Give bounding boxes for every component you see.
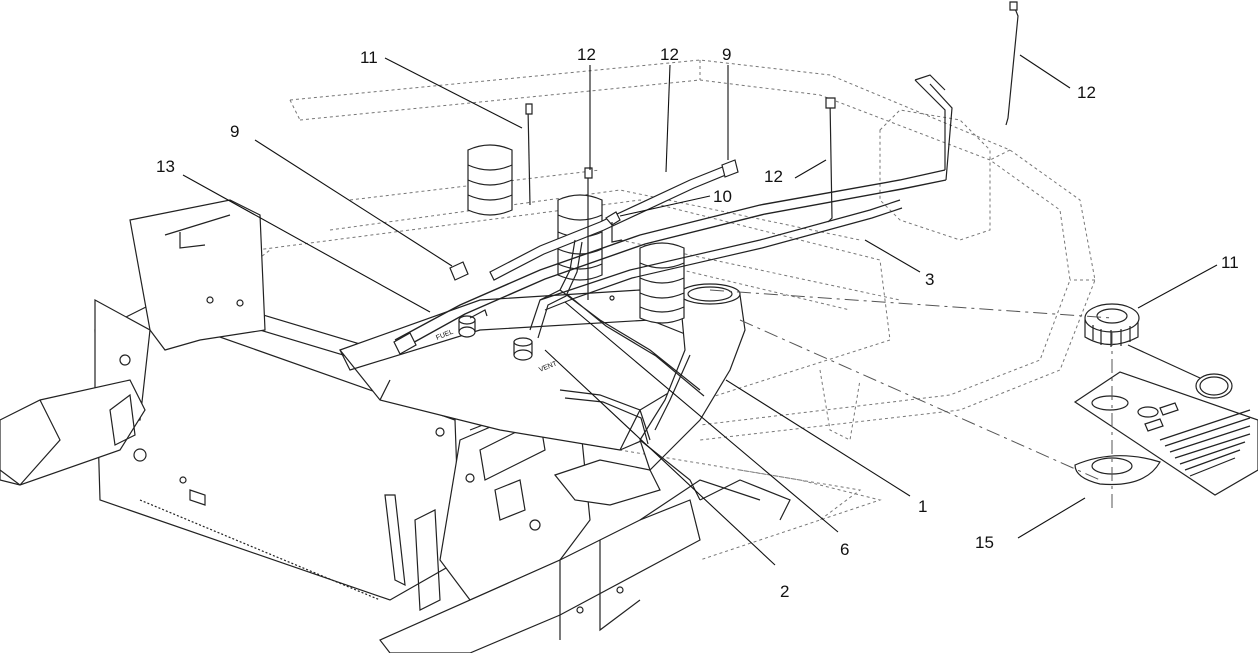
clamp-left <box>449 261 469 281</box>
callout-13: 12 <box>660 45 679 64</box>
decal <box>1073 371 1258 496</box>
filler-neck <box>639 283 746 472</box>
callout-9-left: 9 <box>230 122 239 141</box>
tie-12c <box>825 97 836 223</box>
callout-12-d: 12 <box>1077 83 1096 102</box>
leader-lines <box>182 54 1218 566</box>
callout-10: 10 <box>713 187 732 206</box>
explode-lines <box>709 289 1113 510</box>
callout-1: 1 <box>918 497 927 516</box>
callout-2: 2 <box>780 582 789 601</box>
spring-left <box>467 144 513 216</box>
vent-fitting <box>513 337 533 361</box>
callout-14: 13 <box>156 157 175 176</box>
callout-12-c: 12 <box>764 167 783 186</box>
tie-12a <box>525 103 533 206</box>
callout-6: 6 <box>840 540 849 559</box>
callout-12-a: 11 <box>360 48 378 67</box>
clip-10 <box>605 211 623 243</box>
clamp-right <box>721 159 739 178</box>
callout-12-b: 12 <box>577 45 596 64</box>
spring-right <box>639 242 685 324</box>
callout-3: 3 <box>925 270 934 289</box>
callout-15: 15 <box>975 533 994 552</box>
callout-9-right: 9 <box>722 45 731 64</box>
center-frame <box>379 394 791 653</box>
left-frame <box>0 199 482 601</box>
outlet-fitting <box>458 309 488 338</box>
fuel-hose-end <box>393 332 417 355</box>
fuel-lines <box>394 74 953 501</box>
callout-labels: 11 12 12 9 12 12 10 9 13 3 11 1 6 2 15 <box>156 45 1239 601</box>
small-parts <box>449 1 1019 301</box>
callout-11: 11 <box>1221 253 1239 272</box>
tie-12d <box>1005 1 1019 126</box>
